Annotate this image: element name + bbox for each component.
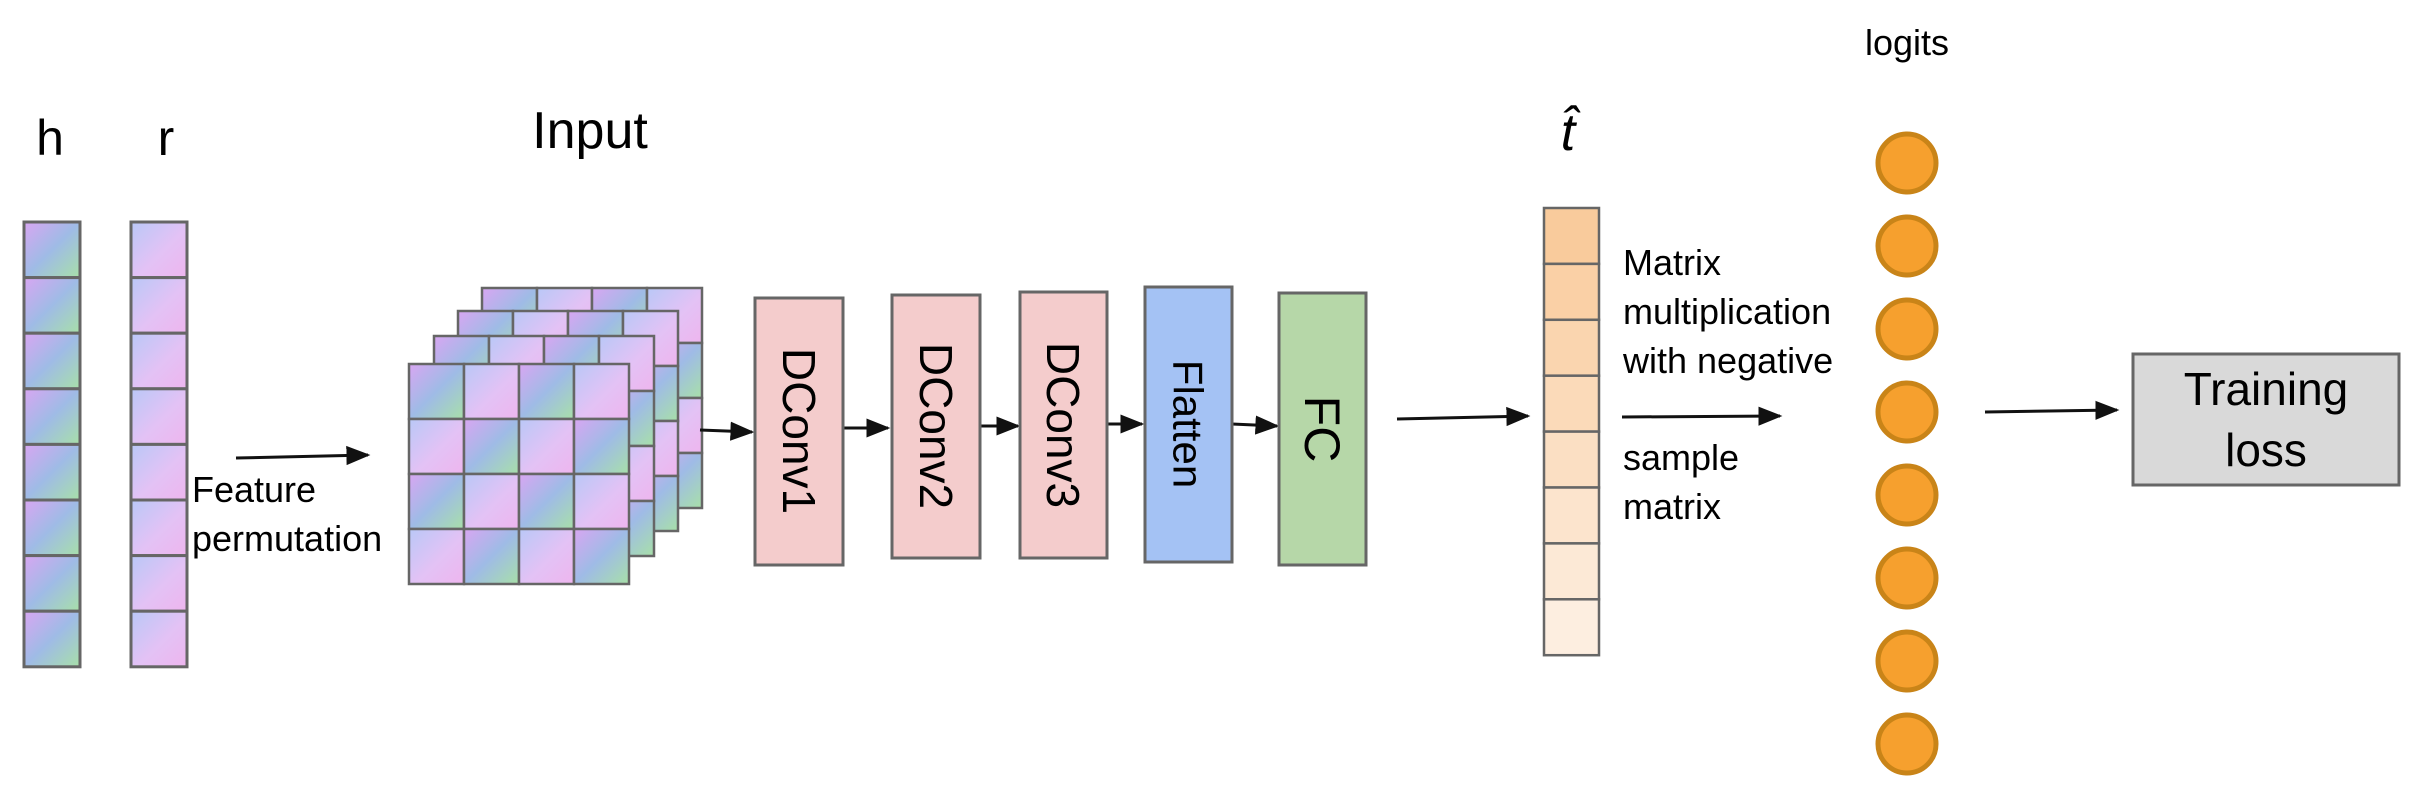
- r-label: r: [158, 110, 175, 166]
- h-label: h: [36, 110, 64, 166]
- arrow-input-to-dconv1: [699, 421, 755, 441]
- h-vector-cell: [22, 331, 82, 391]
- input-feature-cell: [462, 417, 521, 476]
- input-feature-cell: [407, 417, 466, 476]
- r-vector-cell: [129, 387, 189, 446]
- layer-dconv3-label: DConv3: [1037, 342, 1089, 508]
- input-feature-cell: [462, 362, 521, 421]
- t-hat-cell: [1542, 206, 1601, 266]
- sample-matrix-label-line2: matrix: [1623, 486, 1721, 527]
- input-feature-cell: [407, 472, 466, 531]
- logit-node: [1875, 463, 1939, 527]
- t-hat-cell: [1542, 598, 1601, 657]
- sample-matrix-label-line1: sample: [1623, 437, 1739, 478]
- matrix-multiplication-label-line3: with negative: [1622, 340, 1833, 381]
- layer-flatten: Flatten: [1143, 285, 1234, 564]
- h-vector-cell: [22, 442, 82, 502]
- t-hat-vector: [1542, 206, 1601, 657]
- input-feature-cell: [572, 527, 631, 586]
- feature-permutation-label-line2: permutation: [192, 518, 382, 559]
- feature-permutation-label-line1: Feature: [192, 469, 316, 510]
- layer-dconv3: DConv3: [1018, 290, 1109, 560]
- r-vector-cell: [129, 442, 189, 502]
- t-hat-cell: [1542, 486, 1601, 545]
- arrow-fc-to-t-hat: [1396, 406, 1531, 427]
- t-hat-cell: [1542, 374, 1601, 433]
- arrow-flatten-to-fc: [1231, 415, 1280, 435]
- input-feature-cell: [517, 362, 576, 421]
- t-hat-cell: [1542, 318, 1601, 377]
- training-loss-box: Training loss: [2131, 352, 2401, 487]
- training-loss-label-line1: Training: [2184, 363, 2348, 415]
- r-vector-cell: [129, 276, 189, 335]
- r-vector-cell: [129, 498, 189, 558]
- r-vector-cell: [129, 331, 189, 391]
- r-vector: [129, 220, 189, 669]
- layer-fc-label: FC: [1294, 396, 1350, 463]
- feature-permutation-arrow: [235, 445, 371, 466]
- h-vector-cell: [22, 220, 82, 280]
- arrow-t-hat-to-logits: [1621, 406, 1783, 426]
- logits-label: logits: [1865, 22, 1949, 63]
- logit-node: [1875, 546, 1939, 610]
- layer-dconv1: DConv1: [753, 296, 845, 567]
- input-feature-cell: [462, 472, 521, 531]
- t-hat-cell: [1542, 430, 1601, 489]
- input-feature-cell: [572, 472, 631, 531]
- h-vector: [22, 220, 82, 669]
- h-vector-cell: [22, 387, 82, 446]
- input-feature-cell: [407, 527, 466, 586]
- input-feature-cell: [572, 417, 631, 476]
- logit-node: [1875, 629, 1939, 693]
- h-vector-cell: [22, 554, 82, 613]
- h-vector-cell: [22, 276, 82, 335]
- arrow-logits-to-loss: [1984, 400, 2120, 420]
- r-vector-cell: [129, 220, 189, 280]
- input-feature-cell: [572, 362, 631, 421]
- layer-flatten-label: Flatten: [1165, 360, 1212, 488]
- input-feature-cell: [407, 362, 466, 421]
- t-hat-label: t̂: [1561, 104, 1581, 162]
- logit-node: [1875, 214, 1939, 278]
- input-label: Input: [532, 102, 648, 160]
- t-hat-cell: [1542, 542, 1601, 601]
- matrix-multiplication-label-line2: multiplication: [1623, 291, 1831, 332]
- logit-node: [1875, 712, 1939, 776]
- layer-dconv2: DConv2: [890, 293, 982, 560]
- training-loss-label-line2: loss: [2225, 424, 2307, 476]
- input-feature-layer: [407, 362, 631, 586]
- layer-fc: FC: [1277, 291, 1368, 567]
- h-vector-cell: [22, 498, 82, 558]
- input-feature-stack: [407, 286, 704, 586]
- h-vector-cell: [22, 609, 82, 669]
- input-feature-cell: [517, 472, 576, 531]
- layer-dconv1-label: DConv1: [773, 348, 825, 514]
- r-vector-cell: [129, 554, 189, 613]
- logits-nodes: [1875, 131, 1939, 776]
- matrix-multiplication-label-line1: Matrix: [1623, 242, 1721, 283]
- logit-node: [1875, 131, 1939, 195]
- r-vector-cell: [129, 609, 189, 669]
- input-feature-cell: [517, 417, 576, 476]
- logit-node: [1875, 380, 1939, 444]
- input-feature-cell: [462, 527, 521, 586]
- t-hat-cell: [1542, 262, 1601, 322]
- input-feature-cell: [517, 527, 576, 586]
- logit-node: [1875, 297, 1939, 361]
- layer-dconv2-label: DConv2: [910, 343, 962, 509]
